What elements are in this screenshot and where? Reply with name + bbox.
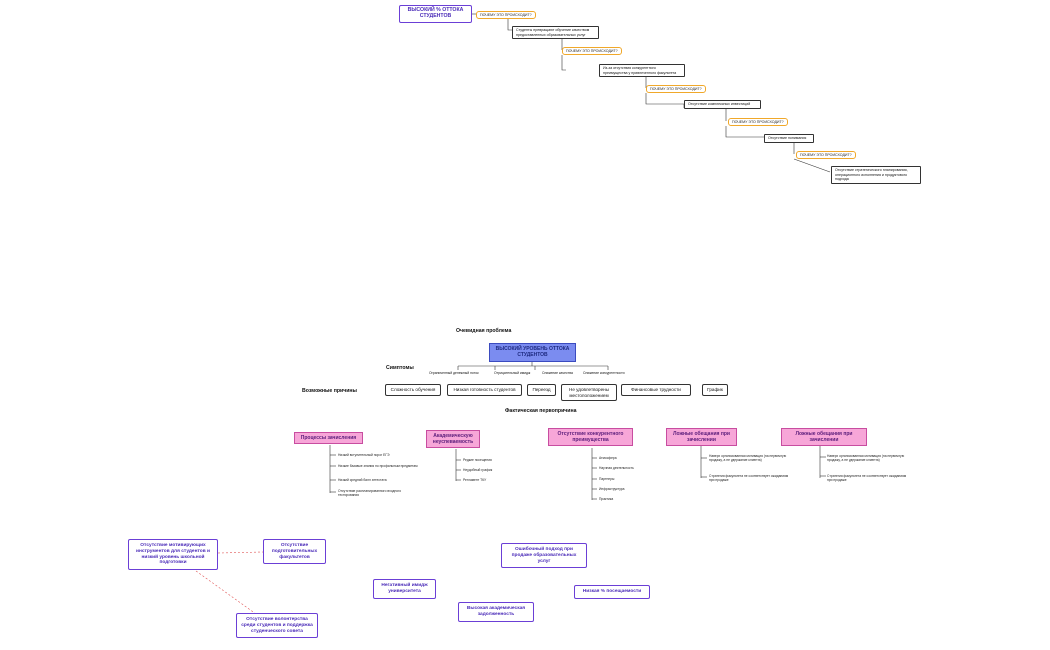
cause-2: Низкая готовность студентов bbox=[447, 384, 522, 396]
why-answer-5: Отсутствие стратегического планирования,… bbox=[831, 166, 921, 185]
why-answer-4: Отсутствие понимания bbox=[764, 134, 814, 143]
header-obvious-problem: Очевидная проблема bbox=[456, 328, 512, 334]
cause-5: Финансовые трудности bbox=[621, 384, 691, 396]
root-cause-item: Атмосфера bbox=[599, 456, 617, 460]
why-answer-2: Из-за отсутствия конкурентного преимущес… bbox=[599, 64, 685, 78]
why-question-3: ПОЧЕМУ ЭТО ПРОИСХОДИТ? bbox=[646, 85, 706, 93]
cause-1: Сложность обучения bbox=[385, 384, 441, 396]
cause-6: График bbox=[702, 384, 728, 396]
symptom-4: Снижение конкурентности bbox=[583, 371, 625, 375]
why-question-5: ПОЧЕМУ ЭТО ПРОИСХОДИТ? bbox=[796, 151, 856, 159]
mindmap-wrong-sales: Ошибочный подход при продаже образовател… bbox=[501, 543, 587, 569]
mindmap-negative-image: Негативный имидж университета bbox=[373, 579, 436, 599]
why-root-problem: ВЫСОКИЙ % ОТТОКА СТУДЕНТОВ bbox=[399, 5, 472, 23]
root-cause-item: Практика bbox=[599, 497, 614, 501]
root-cause-item: Стратегия факультета не соответствует ож… bbox=[709, 474, 789, 483]
root-cause-item: Инфраструктура bbox=[599, 487, 625, 491]
main-problem-box: ВЫСОКИЙ УРОВЕНЬ ОТТОКА СТУДЕНТОВ bbox=[489, 343, 576, 362]
root-cause-false-promises-2: Ложные обещания при зачислении bbox=[781, 428, 867, 446]
root-cause-item: Наверх организованная мотивация (на перв… bbox=[709, 454, 787, 463]
header-root-cause: Фактическая первопричина bbox=[505, 408, 577, 414]
root-cause-item: Наверх организованная мотивация (на перв… bbox=[827, 454, 905, 463]
root-cause-item: Неудобный график bbox=[463, 468, 493, 472]
root-cause-item: Низкий средний балл аттестата bbox=[338, 478, 387, 482]
why-question-2: ПОЧЕМУ ЭТО ПРОИСХОДИТ? bbox=[562, 47, 622, 55]
header-symptoms: Симптомы bbox=[386, 365, 414, 371]
mindmap-volunteering: Отсутствие волонтерства среди студентов … bbox=[236, 613, 318, 639]
cause-3: Переезд bbox=[527, 384, 556, 396]
root-cause-item: Научная деятельность bbox=[599, 466, 634, 470]
symptom-3: Снижение качества bbox=[542, 371, 573, 375]
root-cause-enrollment: Процессы зачисления bbox=[294, 432, 363, 444]
root-cause-item: Отсутствие распланированного входного те… bbox=[338, 489, 402, 498]
root-cause-item: Низкие базовые знания по профильным пред… bbox=[338, 464, 418, 468]
root-cause-false-promises-1: Ложные обещания при зачислении bbox=[666, 428, 737, 446]
root-cause-item: Партнеры bbox=[599, 477, 615, 481]
why-answer-1: Студенты превращают обучение качеством п… bbox=[512, 26, 599, 40]
root-cause-academic: Академическую неуспеваемость bbox=[426, 430, 480, 448]
mindmap-prep-faculties: Отсутствие подготовительных факультетов bbox=[263, 539, 326, 565]
root-cause-competitive: Отсутствие конкурентного преимущества bbox=[548, 428, 633, 446]
root-cause-item: Низкий вступительный порог ЕГЭ bbox=[338, 453, 390, 457]
symptom-2: Отрицательный имидж bbox=[494, 371, 531, 375]
cause-4: Не удовлетворены местоположением bbox=[561, 384, 617, 402]
mindmap-motivation-tools: Отсутствие мотивирующих инструментов для… bbox=[128, 539, 218, 570]
why-question-4: ПОЧЕМУ ЭТО ПРОИСХОДИТ? bbox=[728, 118, 788, 126]
symptom-1: Ограниченный денежный поток bbox=[429, 371, 479, 375]
header-possible-causes: Возможные причины bbox=[302, 388, 357, 394]
why-question-1: ПОЧЕМУ ЭТО ПРОИСХОДИТ? bbox=[476, 11, 536, 19]
root-cause-item: Редкие посещения bbox=[463, 458, 492, 462]
mindmap-low-attendance: Низкая % посещаемости bbox=[574, 585, 650, 599]
root-cause-item: Регламент ТКУ bbox=[463, 478, 487, 482]
mindmap-academic-debt: Высокая академическая задолженность bbox=[458, 602, 534, 622]
root-cause-item: Стратегия факультета не соответствует ож… bbox=[827, 474, 907, 483]
why-answer-3: Отсутствие комплексных инвестиций bbox=[684, 100, 761, 109]
